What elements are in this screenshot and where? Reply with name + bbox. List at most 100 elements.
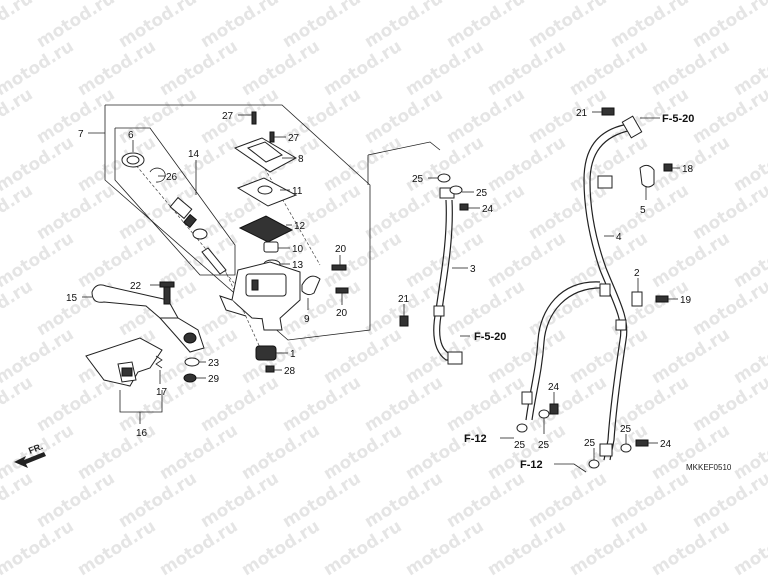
watermark-text: motod.ru (484, 516, 569, 576)
ref-f12-b: F-12 (520, 459, 543, 471)
part-25-washer-f (620, 434, 632, 453)
callout-25f: 25 (620, 424, 632, 435)
part-5-hose-guide (639, 164, 655, 200)
group-14-outline (114, 127, 236, 276)
part-16-lever-guard (85, 337, 163, 387)
watermark-text: motod.ru (0, 0, 37, 52)
watermark-text: motod.ru (361, 84, 446, 148)
watermark-text: motod.ru (566, 516, 651, 576)
callout-22: 22 (130, 281, 142, 292)
part-25-washer-b (449, 185, 474, 195)
part-18-bolt (663, 163, 680, 172)
callout-1: 1 (290, 349, 296, 360)
watermark-text: motod.ru (33, 372, 118, 436)
watermark-text: motod.ru (361, 468, 446, 532)
watermark-text: motod.ru (402, 516, 487, 576)
diagram-code: MKKEF0510 (686, 463, 732, 472)
part-20-bolt-a (331, 255, 347, 271)
group-7-outline (104, 104, 371, 341)
watermark-text: motod.ru (320, 420, 405, 484)
watermark-text: motod.ru (197, 0, 282, 52)
leader-f12-b (554, 463, 587, 473)
watermark-text: motod.ru (525, 468, 610, 532)
watermark-text: motod.ru (74, 132, 159, 196)
watermark-text: motod.ru (238, 420, 323, 484)
part-12-diaphragm (238, 215, 294, 243)
part-1-switch (255, 345, 288, 361)
part-24-bolt-c (635, 439, 658, 447)
callout-27a: 27 (222, 111, 234, 122)
group-3-outline (367, 141, 441, 156)
watermark-text: motod.ru (320, 36, 405, 100)
watermark-text: motod.ru (115, 468, 200, 532)
callout-6: 6 (128, 130, 134, 141)
watermark-text: motod.ru (484, 36, 569, 100)
watermark-text: motod.ru (320, 324, 405, 388)
watermark-text: motod.ru (525, 372, 610, 436)
watermark-text: motod.ru (566, 228, 651, 292)
callout-25b: 25 (476, 188, 488, 199)
watermark-text: motod.ru (361, 372, 446, 436)
part-28-screw (265, 365, 282, 373)
watermark-text: motod.ru (484, 132, 569, 196)
callout-25a: 25 (412, 174, 424, 185)
callout-21b: 21 (576, 108, 588, 119)
watermark-text: motod.ru (566, 324, 651, 388)
piston-assembly (169, 196, 227, 275)
watermark-text: motod.ru (156, 36, 241, 100)
assembly-axis (129, 157, 241, 291)
master-cylinder-body (219, 261, 301, 331)
watermark-text: motod.ru (33, 0, 118, 52)
callout-14: 14 (188, 149, 200, 160)
part-24-bolt-a (459, 203, 480, 211)
watermark-text: motod.ru (443, 372, 528, 436)
watermark-text: motod.ru (156, 132, 241, 196)
watermark-text: motod.ru (525, 276, 610, 340)
watermark-text: motod.ru (402, 420, 487, 484)
callout-21a: 21 (398, 294, 410, 305)
ref-f520-b: F-5-20 (474, 331, 506, 343)
part-21-bolt-a (399, 304, 409, 327)
ref-f520-a: F-5-20 (662, 113, 694, 125)
part-3-brake-hose (433, 187, 463, 365)
callout-7: 7 (78, 129, 84, 140)
callout-27b: 27 (288, 133, 300, 144)
callout-2: 2 (634, 268, 640, 279)
part-15-brake-lever (82, 284, 205, 353)
callout-24c: 24 (660, 439, 672, 450)
callout-17: 17 (156, 387, 168, 398)
watermark-text: motod.ru (402, 132, 487, 196)
part-17-spring (155, 355, 163, 384)
watermark-text: motod.ru (689, 468, 768, 532)
watermark-text: motod.ru (607, 276, 692, 340)
leader-16 (119, 390, 163, 413)
part-11-plate (236, 177, 298, 207)
reference-labels: F-5-20 F-5-20 F-12 F-12 (464, 113, 694, 471)
assembly-axis-2 (259, 159, 321, 266)
watermark-text: motod.ru (484, 228, 569, 292)
watermark-text: motod.ru (320, 228, 405, 292)
watermark-text: motod.ru (74, 228, 159, 292)
direction-arrow (14, 452, 46, 468)
part-23-nut (184, 357, 206, 367)
watermark-text: motod.ru (320, 132, 405, 196)
watermark-text: motod.ru (279, 468, 364, 532)
part-25-washer-c (516, 423, 528, 433)
part-6-boot (121, 140, 145, 168)
part-27-screw-b (269, 131, 286, 143)
watermark-text: motod.ru (689, 276, 768, 340)
watermark-text: motod.ru (156, 516, 241, 576)
watermark-text: motod.ru (74, 36, 159, 100)
part-21-bolt-b (592, 107, 615, 116)
watermark-text: motod.ru (648, 420, 733, 484)
watermark-text: motod.ru (525, 180, 610, 244)
callout-8: 8 (298, 154, 304, 165)
callout-26: 26 (166, 172, 178, 183)
part-25-washer-e (588, 448, 600, 469)
watermark-text: motod.ru (648, 516, 733, 576)
callout-3: 3 (470, 264, 476, 275)
part-2-hose-clamp (631, 278, 643, 307)
callout-5: 5 (640, 205, 646, 216)
